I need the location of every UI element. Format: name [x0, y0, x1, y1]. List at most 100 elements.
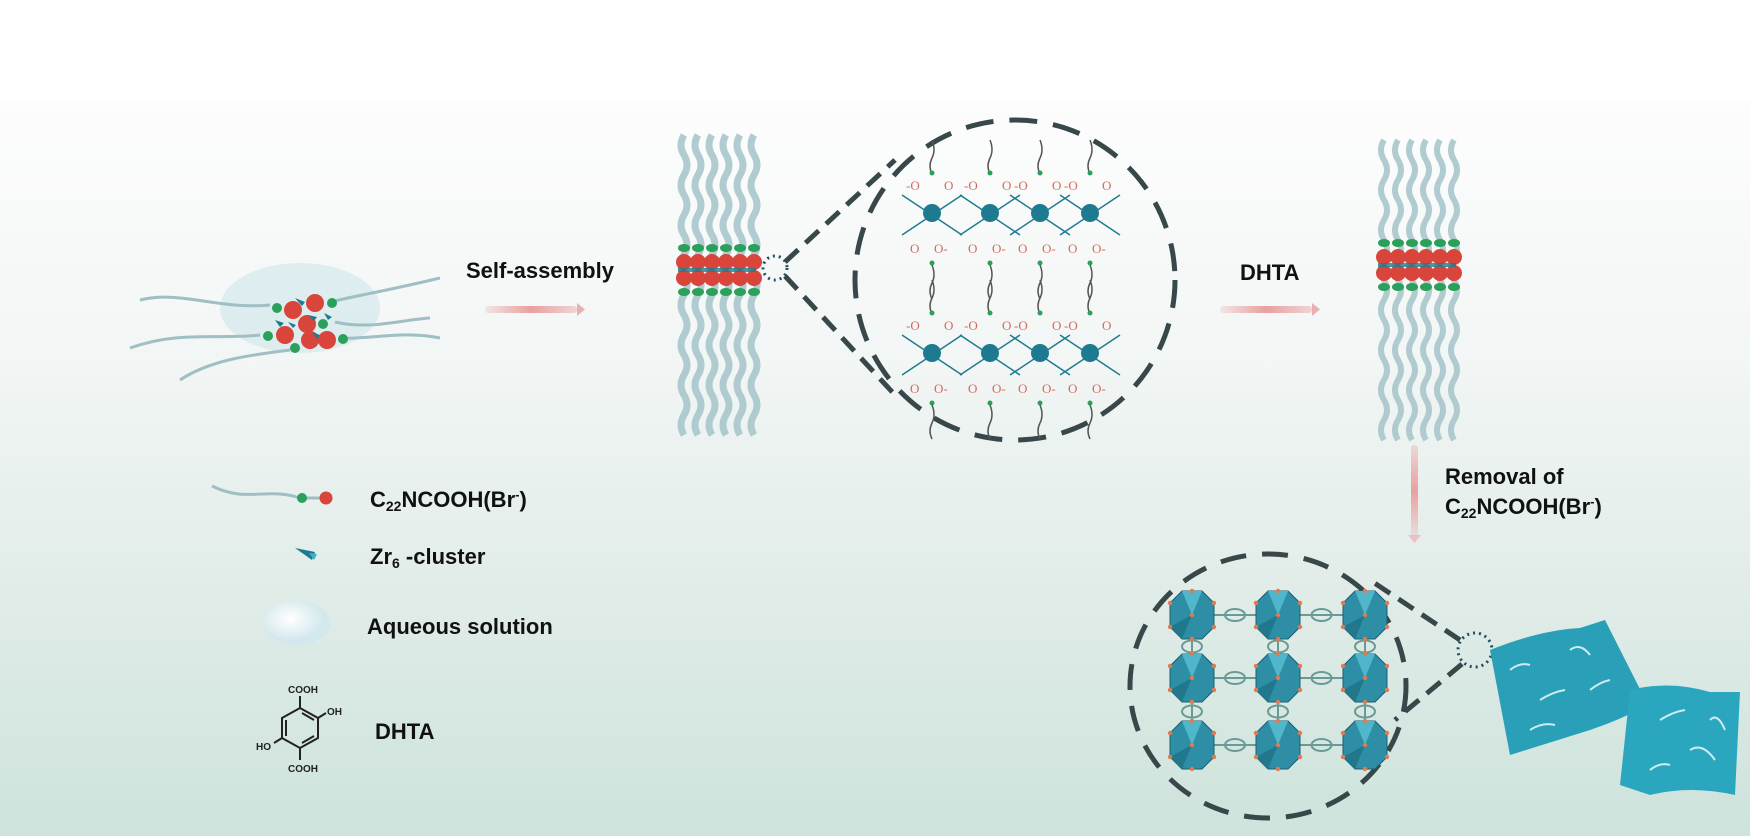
dhta-arrow: [1220, 303, 1320, 316]
micelle-illustration: [129, 263, 441, 382]
oxygen-atom: [1275, 588, 1281, 594]
alkyl-tail: [1037, 139, 1043, 175]
alkyl-tail: [987, 264, 993, 300]
oxygen-atom: [1275, 718, 1281, 724]
oxygen-atom: [1275, 766, 1281, 772]
lamellar-assembly-1: [676, 133, 762, 437]
ammonium-node: [706, 288, 718, 296]
ammonium-node: [1087, 310, 1093, 316]
oxygen-atom: [1211, 687, 1217, 693]
ammonium-node: [929, 400, 935, 406]
carboxyl-head: [1390, 249, 1406, 265]
ammonium-node: [1448, 283, 1460, 291]
oxygen-atom: [1167, 687, 1173, 693]
dhta-linker-ring: [1310, 608, 1333, 622]
dhta-linker-ring: [1267, 704, 1289, 719]
polyhedron-face: [1268, 654, 1288, 678]
carboxylate-o-minus: O-: [1042, 241, 1056, 256]
zr-layer: [678, 268, 756, 272]
zoom-circle-mof-framework: [1127, 551, 1409, 821]
ammonium-node: [987, 310, 993, 316]
legend-zr-rest: -cluster: [399, 544, 486, 569]
oxygen-atom: [1340, 600, 1346, 606]
mof-nanosheets: [1490, 620, 1740, 795]
ammonium-node: [706, 244, 718, 252]
oxygen-atom: [1189, 718, 1195, 724]
carboxylate-o: O: [968, 381, 977, 396]
carboxylate-o: O: [1102, 318, 1111, 333]
sheen-highlight: [1659, 709, 1686, 721]
removal-arrow: [1408, 445, 1421, 543]
ammonium-node: [678, 244, 690, 252]
carboxyl-head: [1446, 249, 1462, 265]
dhta-linker-ring: [1310, 738, 1333, 752]
oxygen-atom: [1253, 600, 1259, 606]
alkyl-tail: [1037, 264, 1043, 300]
alkyl-tail: [929, 404, 935, 440]
alkyl-tail: [987, 279, 993, 315]
dhta-linker-ring: [1224, 738, 1246, 752]
oxygen-atom: [1189, 588, 1195, 594]
carboxyl-head: [746, 270, 762, 286]
ammonium-node: [748, 244, 760, 252]
ammonium-node: [692, 244, 704, 252]
oxygen-atom: [1362, 766, 1368, 772]
oxygen-atom: [1275, 699, 1281, 705]
carboxyl-head: [1404, 265, 1420, 281]
oxygen-atom: [1297, 663, 1303, 669]
alkyl-tail: [1037, 279, 1043, 315]
alkyl-tail: [929, 139, 935, 175]
oxygen-atom: [1340, 624, 1346, 630]
ammonium-node: [1420, 239, 1432, 247]
oxygen-atom: [1211, 663, 1217, 669]
legend-zr: Zr: [370, 544, 392, 569]
carboxylate-o-minus: -O: [906, 178, 920, 193]
oxygen-atom: [1253, 624, 1259, 630]
ammonium-node: [929, 170, 935, 176]
ammonium-node: [1037, 170, 1043, 176]
zr-layer: [1378, 263, 1456, 267]
carboxylate-o: O: [1018, 241, 1027, 256]
zr-atom: [1031, 344, 1049, 362]
oxygen-atom: [1297, 600, 1303, 606]
ammonium-node: [1392, 283, 1404, 291]
oxygen-atom: [1362, 675, 1368, 681]
polyhedron-face: [1355, 591, 1375, 615]
carboxylate-o: O: [1018, 381, 1027, 396]
sheen-highlight: [1509, 663, 1531, 671]
dhta-step-label: DHTA: [1240, 260, 1300, 285]
legend-label-aqueous: Aqueous solution: [367, 614, 553, 639]
carboxyl-head: [676, 254, 692, 270]
oxygen-atom: [1362, 651, 1368, 657]
oxygen-atom: [1362, 742, 1368, 748]
sheen-highlight: [1539, 689, 1566, 701]
carboxyl-head: [1376, 265, 1392, 281]
carboxylate-o: O: [944, 178, 953, 193]
polyhedron-face: [1256, 615, 1278, 639]
oxygen-atom: [1362, 612, 1368, 618]
polyhedron-face: [1256, 745, 1278, 769]
oxygen-atom: [1189, 742, 1195, 748]
carboxylate-o-minus: -O: [1064, 318, 1078, 333]
ammonium-node: [1037, 400, 1043, 406]
carboxyl-head: [704, 270, 720, 286]
ammonium-node: [1434, 239, 1446, 247]
ammonium-node: [678, 288, 690, 296]
ammonium-node: [987, 170, 993, 176]
removal-formula-sup: -: [1590, 494, 1595, 509]
removal-label-line1: Removal of: [1445, 464, 1564, 489]
carboxylate-o: O: [944, 318, 953, 333]
carboxylate-o-minus: -O: [964, 318, 978, 333]
carboxylate-o-minus: -O: [906, 318, 920, 333]
carboxylate-o: O: [1068, 241, 1077, 256]
oxygen-atom: [1211, 600, 1217, 606]
carboxylate-o-minus: O-: [1042, 381, 1056, 396]
polyhedron-face: [1170, 678, 1192, 702]
polyhedron-face: [1355, 654, 1375, 678]
alkyl-tail: [929, 279, 935, 315]
oxygen-atom: [1340, 730, 1346, 736]
alkyl-tail: [1087, 139, 1093, 175]
dhta-ho-left: HO: [256, 742, 271, 753]
carboxylate-o-minus: -O: [1014, 178, 1028, 193]
ammonium-node: [929, 310, 935, 316]
